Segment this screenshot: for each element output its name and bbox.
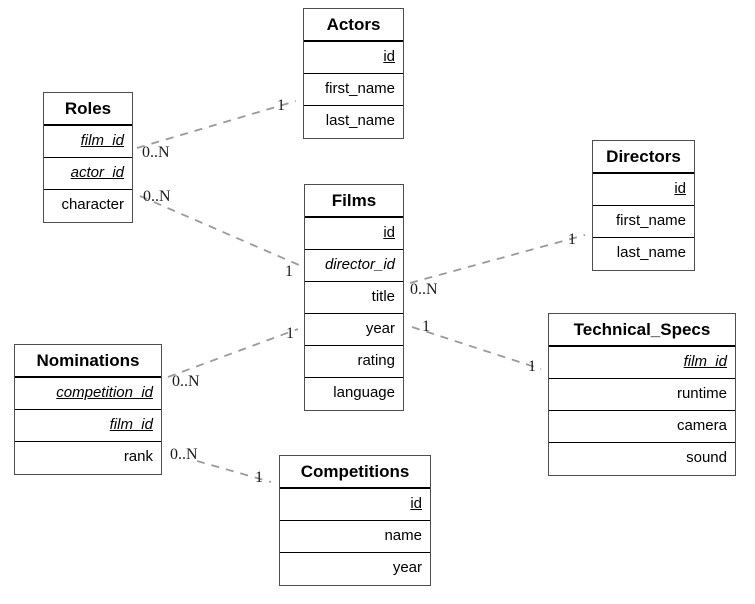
attribute-label: id	[383, 224, 395, 241]
cardinality-label-films-directors-to: 1	[568, 231, 576, 248]
relationship-line-films-technical-specs[interactable]	[411, 326, 542, 370]
attribute-row[interactable]: character	[44, 190, 132, 222]
cardinality-label-roles-films-from: 0..N	[143, 188, 171, 205]
attribute-label: rank	[123, 448, 153, 465]
attribute-row[interactable]: last_name	[304, 106, 403, 138]
cardinality-label-roles-films-to: 1	[285, 263, 293, 280]
entity-title-technical_specs: Technical_Specs	[549, 314, 735, 347]
attribute-row[interactable]: actor_id	[44, 158, 132, 190]
cardinality-label-films-technical-specs-to: 1	[528, 358, 536, 375]
entity-title-competitions: Competitions	[280, 456, 430, 489]
attribute-label: language	[333, 384, 395, 401]
attribute-row[interactable]: camera	[549, 411, 735, 443]
cardinality-label-films-directors-from: 0..N	[410, 281, 438, 298]
attribute-row[interactable]: title	[305, 282, 403, 314]
attribute-row[interactable]: first_name	[593, 206, 694, 238]
entity-table-roles[interactable]: Roles film_id actor_id character	[43, 92, 133, 223]
attribute-row[interactable]: film_id	[15, 410, 161, 442]
attribute-label: runtime	[676, 385, 727, 402]
attribute-label: film_id	[683, 353, 727, 370]
cardinality-label-nominations-competitions-from: 0..N	[170, 446, 198, 463]
attribute-row[interactable]: film_id	[549, 347, 735, 379]
cardinality-label-films-technical-specs-from: 1	[422, 318, 430, 335]
attribute-label: film_id	[80, 132, 124, 149]
attribute-row[interactable]: year	[280, 553, 430, 585]
attribute-row[interactable]: last_name	[593, 238, 694, 270]
entity-title-actors: Actors	[304, 9, 403, 42]
attribute-label: director_id	[324, 256, 395, 273]
cardinality-label-nominations-films-to: 1	[286, 325, 294, 342]
attribute-label: last_name	[325, 112, 395, 129]
attribute-row[interactable]: rank	[15, 442, 161, 474]
entity-title-roles: Roles	[44, 93, 132, 126]
attribute-row[interactable]: name	[280, 521, 430, 553]
cardinality-label-nominations-competitions-to: 1	[255, 469, 263, 486]
cardinality-label-roles-actors-from: 0..N	[142, 144, 170, 161]
attribute-label: last_name	[616, 244, 686, 261]
attribute-label: year	[392, 559, 422, 576]
attribute-label: id	[674, 180, 686, 197]
attribute-row[interactable]: id	[593, 174, 694, 206]
attribute-label: actor_id	[70, 164, 124, 181]
attribute-label: title	[371, 288, 395, 305]
entity-title-nominations: Nominations	[15, 345, 161, 378]
attribute-row[interactable]: id	[305, 218, 403, 250]
entity-title-films: Films	[305, 185, 403, 218]
attribute-row[interactable]: rating	[305, 346, 403, 378]
attribute-label: character	[61, 196, 124, 213]
attribute-label: first_name	[615, 212, 686, 229]
attribute-label: name	[384, 527, 422, 544]
attribute-label: camera	[676, 417, 727, 434]
attribute-row[interactable]: film_id	[44, 126, 132, 158]
relationship-line-roles-actors[interactable]	[136, 100, 297, 149]
entity-title-directors: Directors	[593, 141, 694, 174]
attribute-row[interactable]: language	[305, 378, 403, 410]
entity-table-directors[interactable]: Directors id first_name last_name	[592, 140, 695, 271]
attribute-label: film_id	[109, 416, 153, 433]
attribute-row[interactable]: director_id	[305, 250, 403, 282]
attribute-label: rating	[357, 352, 395, 369]
relationship-line-nominations-films[interactable]	[167, 328, 299, 378]
cardinality-label-nominations-films-from: 0..N	[172, 373, 200, 390]
attribute-label: id	[383, 48, 395, 65]
attribute-label: id	[410, 495, 422, 512]
relationship-line-roles-films[interactable]	[139, 195, 300, 266]
cardinality-label-roles-actors-to: 1	[277, 97, 285, 114]
attribute-row[interactable]: id	[304, 42, 403, 74]
attribute-row[interactable]: year	[305, 314, 403, 346]
entity-table-competitions[interactable]: Competitions id name year	[279, 455, 431, 586]
attribute-row[interactable]: competition_id	[15, 378, 161, 410]
entity-table-actors[interactable]: Actors id first_name last_name	[303, 8, 404, 139]
attribute-row[interactable]: sound	[549, 443, 735, 475]
attribute-label: first_name	[324, 80, 395, 97]
attribute-label: year	[365, 320, 395, 337]
attribute-label: sound	[686, 449, 727, 466]
attribute-row[interactable]: first_name	[304, 74, 403, 106]
attribute-row[interactable]: id	[280, 489, 430, 521]
attribute-label: competition_id	[56, 384, 153, 401]
relationship-line-films-directors[interactable]	[409, 234, 586, 284]
attribute-row[interactable]: runtime	[549, 379, 735, 411]
